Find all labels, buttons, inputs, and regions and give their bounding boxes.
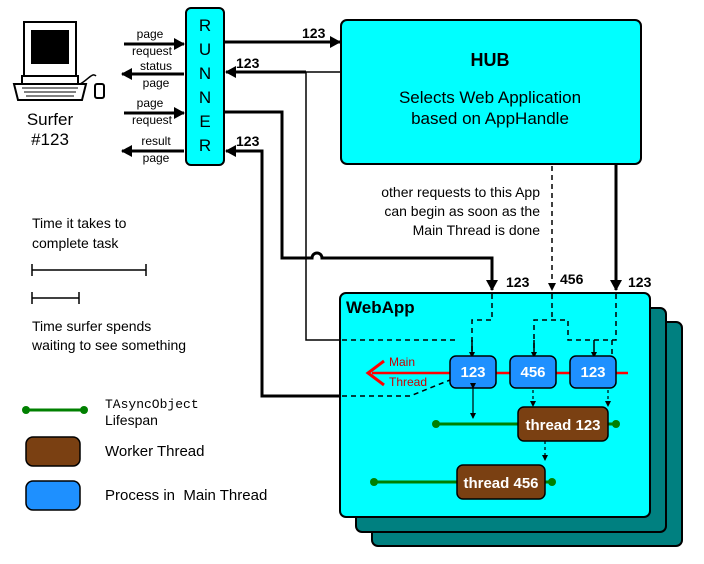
legend-main-process-label: Process in Main Thread: [105, 487, 267, 504]
wait-time-line2: waiting to see something: [31, 337, 186, 353]
task-time-line2: complete task: [32, 235, 119, 251]
process-box-2: [509, 355, 557, 389]
runner-letter-1: R: [199, 16, 211, 35]
status-page-line2: page: [143, 76, 170, 90]
runner-to-webapp-arrow: [224, 110, 498, 291]
hub-to-runner-result-arrow: [225, 145, 340, 398]
result-page-line2: page: [143, 151, 170, 165]
page-request-2-line2: request: [132, 113, 173, 127]
legend-worker-thread-label: Worker Thread: [105, 443, 205, 460]
webapp-box: [339, 292, 651, 518]
lifespan-start-1: [432, 420, 440, 428]
process-box-3: [569, 355, 617, 389]
hub-to-runner-result-label: 123: [236, 133, 260, 149]
into-webapp-right-label: 123: [628, 274, 652, 290]
status-page-line1: status: [140, 59, 172, 73]
legend-async-object-line2: Lifespan: [105, 412, 158, 428]
hub-to-runner-status-label: 123: [236, 55, 260, 71]
worker-thread-label-2: thread 456: [463, 475, 538, 492]
legend-lifespan-icon: [22, 406, 88, 414]
worker-thread-box-2: [456, 464, 546, 500]
legend-async-object-line1: TAsyncObject: [105, 397, 199, 412]
note-line2: can begin as soon as the: [384, 203, 540, 219]
worker-thread-box-1: [517, 406, 609, 442]
runner-letter-6: R: [199, 136, 211, 155]
webapp-title: WebApp: [346, 298, 415, 317]
page-request-1-line2: request: [132, 44, 173, 58]
legend-main-process-swatch: [25, 480, 81, 511]
hub-line1: Selects Web Application: [399, 88, 581, 107]
process-label-1: 123: [460, 364, 485, 381]
runner-letter-2: U: [199, 40, 211, 59]
hub-box: [340, 19, 642, 165]
page-request-1-line1: page: [137, 27, 164, 41]
page-request-2-line1: page: [137, 96, 164, 110]
hub-title: HUB: [471, 50, 510, 70]
runner-letter-4: N: [199, 88, 211, 107]
wait-time-bar: [31, 292, 80, 304]
process-label-2: 456: [520, 364, 545, 381]
into-webapp-mid-label: 456: [560, 271, 584, 287]
task-time-line1: Time it takes to: [32, 215, 127, 231]
note-line3: Main Thread is done: [413, 222, 541, 238]
surfer-label: Surfer: [27, 110, 74, 129]
hub-line2: based on AppHandle: [411, 109, 569, 128]
lifespan-end-1: [612, 420, 620, 428]
task-time-bar: [31, 264, 147, 276]
result-page-line1: result: [141, 134, 171, 148]
runner-box: [185, 7, 225, 166]
into-webapp-left-label: 123: [506, 274, 530, 290]
runner-letter-3: N: [199, 64, 211, 83]
lifespan-end-2: [548, 478, 556, 486]
main-thread-arrowhead: [365, 359, 385, 387]
computer-icon: [12, 21, 105, 101]
surfer-id: #123: [31, 130, 69, 149]
main-thread-label-line2: Thread: [389, 375, 427, 389]
runner-to-hub-label: 123: [302, 25, 326, 41]
webapp-dashed-paths: [342, 294, 617, 397]
note-line1: other requests to this App: [381, 184, 540, 200]
lifespan-start-2: [370, 478, 378, 486]
worker-thread-label-1: thread 123: [525, 417, 600, 434]
process-label-3: 123: [580, 364, 605, 381]
runner-letter-5: E: [199, 112, 210, 131]
legend-worker-thread-swatch: [25, 436, 81, 467]
main-thread-label-line1: Main: [389, 355, 415, 369]
wait-time-line1: Time surfer spends: [32, 318, 151, 334]
